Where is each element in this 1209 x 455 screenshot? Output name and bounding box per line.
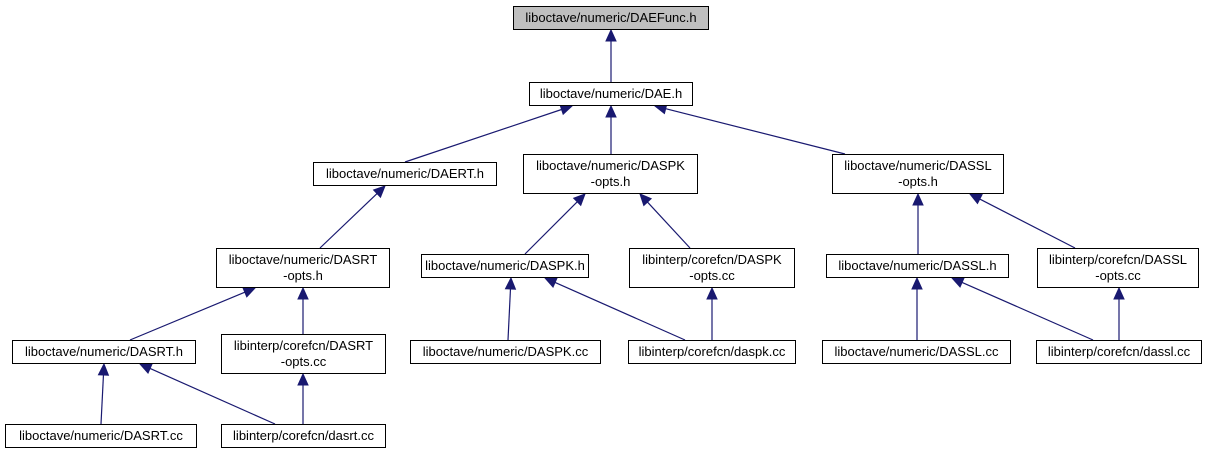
- node-label: libinterp/corefcn/DASSL: [1048, 252, 1187, 267]
- edge-line: [979, 198, 1076, 249]
- edge-dassl_opts_h-to-dae_h: [653, 103, 846, 155]
- arrowhead-icon: [912, 192, 924, 206]
- node-label: liboctave/numeric/DASRT.cc: [19, 428, 183, 443]
- node-label: -opts.cc: [280, 354, 327, 369]
- arrowhead-icon: [605, 104, 617, 118]
- node-dasrt-h[interactable]: liboctave/numeric/DASRT.h: [12, 340, 196, 364]
- node-daefunc-h: liboctave/numeric/DAEFunc.h: [513, 6, 709, 30]
- arrowhead-icon: [504, 276, 517, 290]
- arrowhead-icon: [950, 277, 965, 288]
- edge-line: [319, 193, 378, 249]
- edge-dasrt_cc_interp-to-dasrt_opts_cc: [297, 372, 309, 424]
- node-label: liboctave/numeric/DASSL.cc: [834, 344, 999, 359]
- edge-daspk_cc_interp-to-daspk_opts_cc: [706, 286, 718, 340]
- arrowhead-icon: [706, 286, 718, 300]
- arrowhead-icon: [572, 193, 586, 207]
- node-label: liboctave/numeric/DASRT: [228, 252, 378, 267]
- node-label: liboctave/numeric/DAEFunc.h: [525, 10, 697, 25]
- node-dasrt-cc-num[interactable]: liboctave/numeric/DASRT.cc: [5, 424, 197, 448]
- arrowhead-icon: [605, 28, 617, 42]
- arrowhead-icon: [242, 287, 257, 298]
- arrowhead-icon: [297, 372, 309, 386]
- node-daspk-cc-num[interactable]: liboctave/numeric/DASPK.cc: [410, 340, 601, 364]
- edge-line: [665, 108, 846, 155]
- edge-daspk_opts_h-to-dae_h: [605, 104, 617, 154]
- node-label: -opts.h: [283, 268, 323, 283]
- edge-dassl_opts_cc-to-dassl_opts_h: [968, 193, 1076, 249]
- node-dassl-opts-h[interactable]: liboctave/numeric/DASSL-opts.h: [832, 154, 1004, 194]
- node-label: liboctave/numeric/DASSL: [844, 158, 992, 173]
- edge-daspk_opts_cc-to-daspk_opts_h: [639, 193, 691, 249]
- arrowhead-icon: [639, 193, 653, 207]
- edge-dasrt_opts_h-to-daert_h: [319, 185, 386, 249]
- node-label: liboctave/numeric/DASRT.h: [25, 344, 183, 359]
- edge-line: [100, 374, 105, 425]
- node-label: liboctave/numeric/DAERT.h: [326, 166, 484, 181]
- node-dassl-h[interactable]: liboctave/numeric/DASSL.h: [826, 254, 1009, 278]
- edge-dassl_cc_num-to-dassl_h: [911, 276, 923, 340]
- edge-dasrt_opts_cc-to-dasrt_opts_h: [297, 286, 309, 334]
- node-daert-h[interactable]: liboctave/numeric/DAERT.h: [313, 162, 497, 186]
- node-label: -opts.h: [590, 174, 631, 189]
- node-daspk-h[interactable]: liboctave/numeric/DASPK.h: [421, 254, 589, 278]
- edge-dasrt_h-to-dasrt_opts_h: [129, 287, 257, 341]
- edge-line: [524, 201, 578, 255]
- edge-line: [404, 108, 562, 163]
- node-daspk-cc-interp[interactable]: libinterp/corefcn/daspk.cc: [628, 340, 796, 364]
- arrowhead-icon: [297, 286, 309, 300]
- node-label: libinterp/corefcn/daspk.cc: [638, 344, 786, 359]
- node-label: libinterp/corefcn/dasrt.cc: [233, 428, 374, 443]
- arrowhead-icon: [97, 362, 110, 376]
- node-label: liboctave/numeric/DASPK.h: [425, 258, 585, 273]
- node-dae-h[interactable]: liboctave/numeric/DAE.h: [529, 82, 693, 106]
- node-dasrt-opts-h[interactable]: liboctave/numeric/DASRT-opts.h: [216, 248, 390, 288]
- node-label: libinterp/corefcn/DASPK: [642, 252, 782, 267]
- node-label: liboctave/numeric/DASPK: [536, 158, 685, 173]
- edge-daspk_h-to-daspk_opts_h: [524, 193, 586, 255]
- node-label: -opts.cc: [1095, 268, 1141, 283]
- arrowhead-icon: [138, 363, 153, 374]
- arrowhead-icon: [911, 276, 923, 290]
- edge-daspk_cc_num-to-daspk_h: [504, 276, 517, 341]
- arrowhead-icon: [559, 104, 574, 116]
- node-label: -opts.cc: [689, 268, 735, 283]
- arrowhead-icon: [543, 277, 558, 288]
- edge-line: [961, 281, 1094, 341]
- node-dassl-cc-num[interactable]: liboctave/numeric/DASSL.cc: [822, 340, 1011, 364]
- node-label: libinterp/corefcn/dassl.cc: [1047, 344, 1191, 359]
- node-dassl-opts-cc[interactable]: libinterp/corefcn/DASSL-opts.cc: [1037, 248, 1199, 288]
- edge-line: [129, 291, 246, 341]
- edge-line: [507, 288, 512, 341]
- edge-dasrt_cc_num-to-dasrt_h: [97, 362, 110, 425]
- node-label: -opts.h: [898, 174, 938, 189]
- edge-dassl_cc_interp-to-dassl_opts_cc: [1113, 286, 1125, 340]
- node-daspk-opts-h[interactable]: liboctave/numeric/DASPK-opts.h: [523, 154, 698, 194]
- edge-line: [149, 367, 276, 425]
- edge-line: [647, 201, 691, 249]
- node-label: liboctave/numeric/DAE.h: [539, 86, 683, 101]
- node-label: liboctave/numeric/DASSL.h: [838, 258, 997, 273]
- node-dassl-cc-interp[interactable]: libinterp/corefcn/dassl.cc: [1036, 340, 1202, 364]
- arrowhead-icon: [372, 185, 386, 199]
- node-dasrt-cc-interp[interactable]: libinterp/corefcn/dasrt.cc: [221, 424, 386, 448]
- edge-dassl_h-to-dassl_opts_h: [912, 192, 924, 254]
- node-dasrt-opts-cc[interactable]: libinterp/corefcn/DASRT-opts.cc: [221, 334, 386, 374]
- arrowhead-icon: [968, 193, 983, 205]
- node-label: liboctave/numeric/DASPK.cc: [422, 344, 589, 359]
- arrowhead-icon: [1113, 286, 1125, 300]
- edge-line: [554, 281, 686, 341]
- node-daspk-opts-cc[interactable]: libinterp/corefcn/DASPK-opts.cc: [629, 248, 795, 288]
- edge-dassl_cc_interp-to-dassl_h: [950, 277, 1094, 341]
- edge-dae_h-to-daefunc_h: [605, 28, 617, 82]
- node-label: libinterp/corefcn/DASRT: [233, 338, 374, 353]
